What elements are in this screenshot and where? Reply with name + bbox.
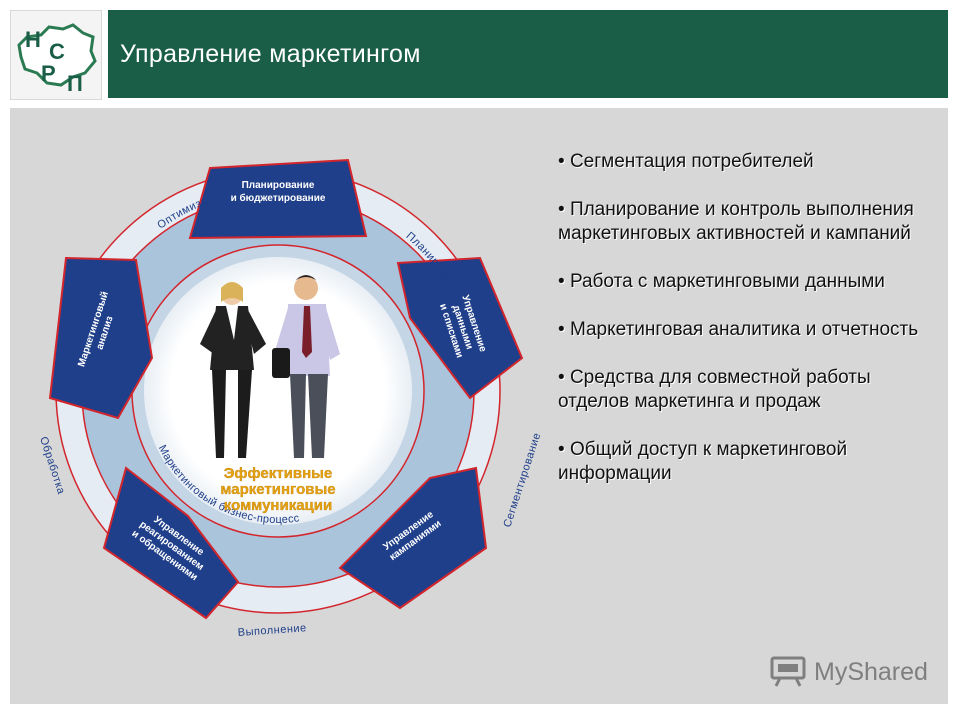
segment-planning <box>188 158 368 240</box>
company-logo: Н С Р П <box>10 10 102 100</box>
header-bar: Управление маркетингом <box>108 10 948 98</box>
list-item: Сегментация потребителей <box>558 150 938 174</box>
logo-letter-4: П <box>67 71 83 96</box>
segment-analysis <box>48 256 154 420</box>
outer-label-segmentation: Сегментирование <box>501 431 543 529</box>
logo-letter-1: Н <box>25 27 41 52</box>
watermark-text: MyShared <box>814 658 928 686</box>
list-item: Общий доступ к маркетинговой информации <box>558 438 938 486</box>
business-people-illustration <box>200 275 340 458</box>
segment-label-planning-2: и бюджетирование <box>231 192 326 204</box>
marketing-cycle-diagram: Планирование и бюджетирование Управление… <box>37 158 543 639</box>
segment-label-planning-1: Планирование <box>242 180 315 191</box>
logo-letter-2: С <box>49 39 65 64</box>
center-text-line-1: Эффективные <box>224 465 333 482</box>
list-item: Средства для совместной работы отделов м… <box>558 366 938 414</box>
list-item: Работа с маркетинговыми данными <box>558 270 938 294</box>
watermark: MyShared <box>768 652 928 692</box>
projector-icon <box>770 656 806 687</box>
list-item: Маркетинговая аналитика и отчетность <box>558 318 938 342</box>
content-panel: Планирование и бюджетирование Управление… <box>10 108 948 704</box>
feature-list: Сегментация потребителей Планирование и … <box>558 150 938 510</box>
segment-campaigns <box>338 466 488 610</box>
outer-label-execution: Выполнение <box>237 622 307 639</box>
page-title: Управление маркетингом <box>120 40 421 68</box>
list-item: Планирование и контроль выполнения марке… <box>558 198 938 246</box>
logo-letter-3: Р <box>41 61 56 86</box>
segment-data <box>396 256 524 400</box>
center-text-line-3: коммуникации <box>224 497 332 514</box>
segment-response <box>102 466 240 620</box>
center-text-line-2: маркетинговые <box>220 481 335 498</box>
